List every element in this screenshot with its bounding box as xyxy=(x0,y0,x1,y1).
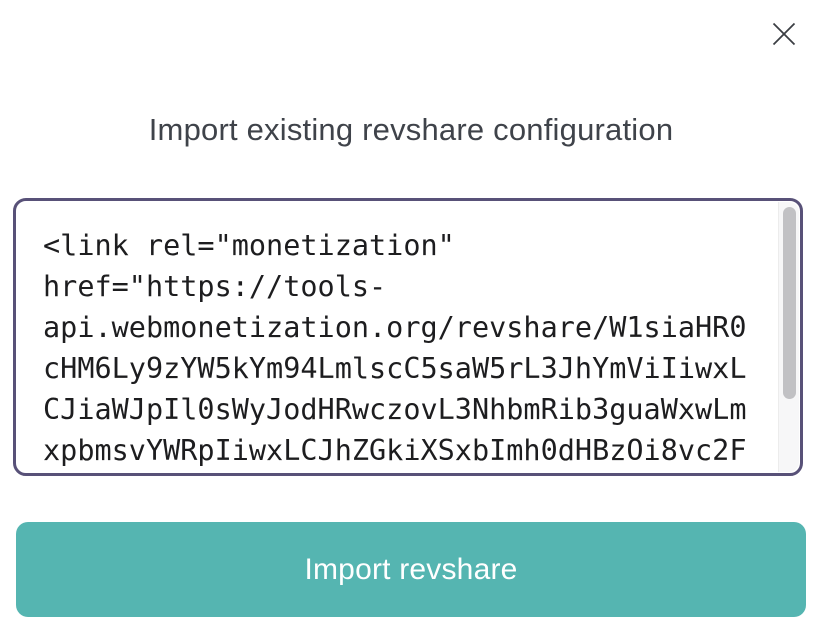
close-button[interactable] xyxy=(766,16,802,52)
scrollbar-thumb[interactable] xyxy=(783,207,796,399)
config-input-wrapper: <link rel="monetization" href="https://t… xyxy=(13,198,803,476)
dialog-title: Import existing revshare configuration xyxy=(148,112,674,147)
import-revshare-button[interactable]: Import revshare xyxy=(16,522,806,617)
close-icon xyxy=(768,18,800,50)
revshare-config-input[interactable]: <link rel="monetization" href="https://t… xyxy=(16,201,800,473)
import-revshare-button-label: Import revshare xyxy=(304,552,518,586)
scrollbar-track[interactable] xyxy=(778,202,799,472)
